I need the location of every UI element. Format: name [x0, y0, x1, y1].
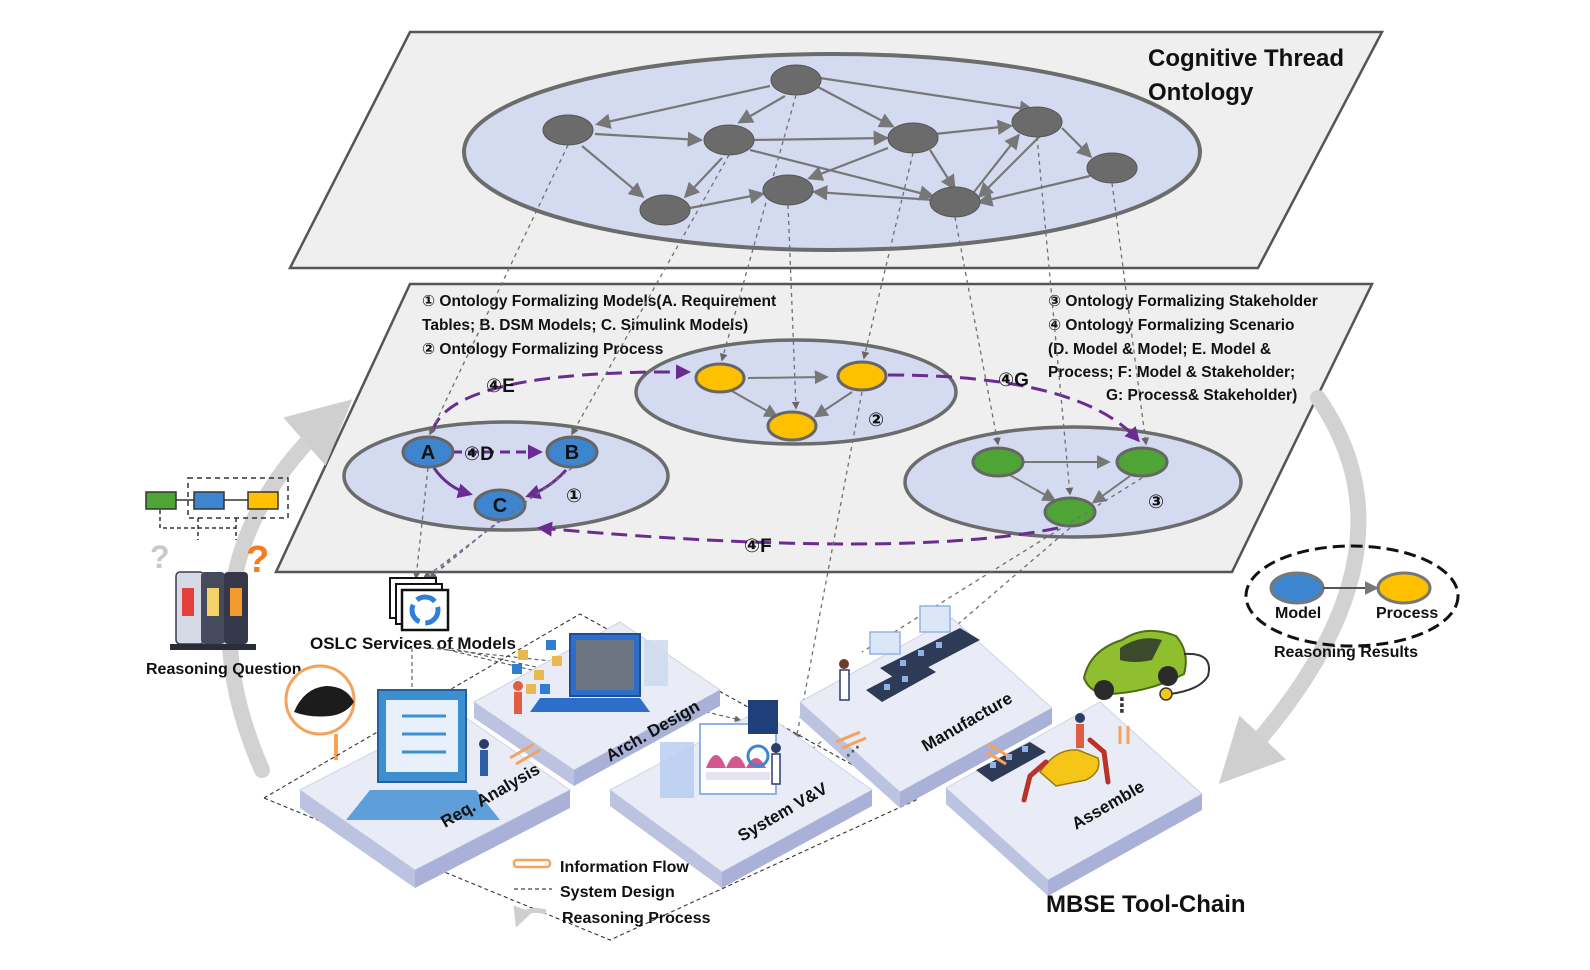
platform-arch-design — [473, 621, 721, 786]
ontology-node — [1086, 152, 1138, 184]
process-node — [694, 362, 746, 394]
information-flow-connectors — [509, 726, 1130, 766]
legend-info-flow-swatch — [512, 858, 552, 869]
ontology-node — [703, 124, 755, 156]
ontology-node — [542, 114, 594, 146]
reasoning-arc-right — [1218, 390, 1367, 784]
ontology-nodes — [542, 64, 1138, 226]
legend-reasoning-label: Reasoning Process — [562, 910, 711, 927]
node-c-label: C — [493, 495, 507, 517]
marker-two: ② — [868, 410, 884, 431]
result-process-label: Process — [1376, 605, 1438, 622]
annotation-left-line1: ① Ontology Formalizing Models(A. Require… — [422, 293, 776, 310]
process-nodes — [694, 360, 888, 442]
annotation-right-line3: (D. Model & Model; E. Model & — [1048, 341, 1271, 358]
process-node — [836, 360, 888, 392]
reasoning-results-ellipse — [1244, 544, 1460, 648]
stakeholder-nodes — [971, 446, 1169, 528]
annotation-right-line4: Process; F: Model & Stakeholder; — [1048, 364, 1295, 381]
stakeholder-node — [971, 446, 1025, 478]
marker-four-e: ④E — [486, 376, 515, 397]
ellipsis-icon: ⋰ — [846, 743, 860, 759]
ontology-edges — [581, 76, 1093, 210]
annotation-right-line5: G: Process& Stakeholder) — [1106, 387, 1297, 404]
platform-assemble — [945, 701, 1203, 896]
node-a — [401, 435, 455, 469]
green-car-icon: ⋮ — [1082, 629, 1210, 717]
result-model-node — [1269, 571, 1325, 605]
ontology-node — [639, 194, 691, 226]
marker-four-g: ④G — [998, 370, 1029, 391]
node-a-label: A — [421, 442, 435, 464]
legend-system-design-label: System Design — [560, 884, 675, 901]
result-process-node — [1376, 571, 1432, 605]
oslc-label: OSLC Services of Models — [310, 634, 516, 653]
node-b — [545, 435, 599, 469]
ontology-node — [929, 186, 981, 218]
car-magnifier-icon — [284, 664, 356, 760]
ontology-node — [1011, 106, 1063, 138]
model-nodes — [401, 435, 599, 522]
platform-req-analysis — [299, 689, 571, 888]
node-b-label: B — [565, 442, 579, 464]
platform-manufacture — [799, 605, 1053, 808]
marker-four-d: ④D — [464, 444, 494, 465]
oslc-icon — [389, 577, 450, 632]
process-node — [766, 410, 818, 442]
question-mark-gray-icon: ? — [150, 539, 170, 575]
marker-one: ① — [566, 486, 582, 507]
ellipsis-icon: ⋮ — [1112, 695, 1132, 717]
reasoning-results-label: Reasoning Results — [1274, 644, 1418, 661]
platform-system-vv — [609, 700, 873, 888]
ontology-title-line2: Ontology — [1148, 79, 1254, 106]
ontology-node — [762, 174, 814, 206]
inner-edges — [729, 370, 1131, 504]
marker-three: ③ — [1148, 492, 1164, 513]
formalization-plane: ① Ontology Formalizing Models(A. Require… — [274, 282, 1374, 574]
ontology-node — [887, 122, 939, 154]
result-model-label: Model — [1275, 605, 1321, 622]
ontology-title-line1: Cognitive Thread — [1148, 45, 1344, 72]
legend-reasoning-swatch — [513, 905, 547, 928]
ontology-ellipse — [462, 52, 1202, 252]
reasoning-question-label: Reasoning Question — [146, 661, 302, 678]
stakeholder-node — [1115, 446, 1169, 478]
ontology-plane: Cognitive Thread Ontology — [287, 30, 1385, 270]
reasoning-question-icon: ? ? — [145, 477, 289, 650]
stakeholder-node — [1043, 496, 1097, 528]
reasoning-results — [1244, 544, 1460, 648]
annotation-right-line1: ③ Ontology Formalizing Stakeholder — [1048, 293, 1318, 310]
annotation-right-line2: ④ Ontology Formalizing Scenario — [1048, 317, 1295, 334]
mbse-toolchain-label: MBSE Tool-Chain — [1046, 891, 1246, 918]
annotation-left-line2: Tables; B. DSM Models; C. Simulink Model… — [422, 317, 748, 334]
question-mark-orange-icon: ? — [246, 539, 269, 581]
system-design-outline — [262, 613, 918, 941]
legend-info-flow-label: Information Flow — [560, 859, 689, 876]
purple-links — [430, 364, 1140, 546]
legend — [512, 858, 552, 928]
marker-four-f: ④F — [744, 536, 772, 557]
ontology-node — [770, 64, 822, 96]
annotation-left-line3: ② Ontology Formalizing Process — [422, 341, 663, 358]
